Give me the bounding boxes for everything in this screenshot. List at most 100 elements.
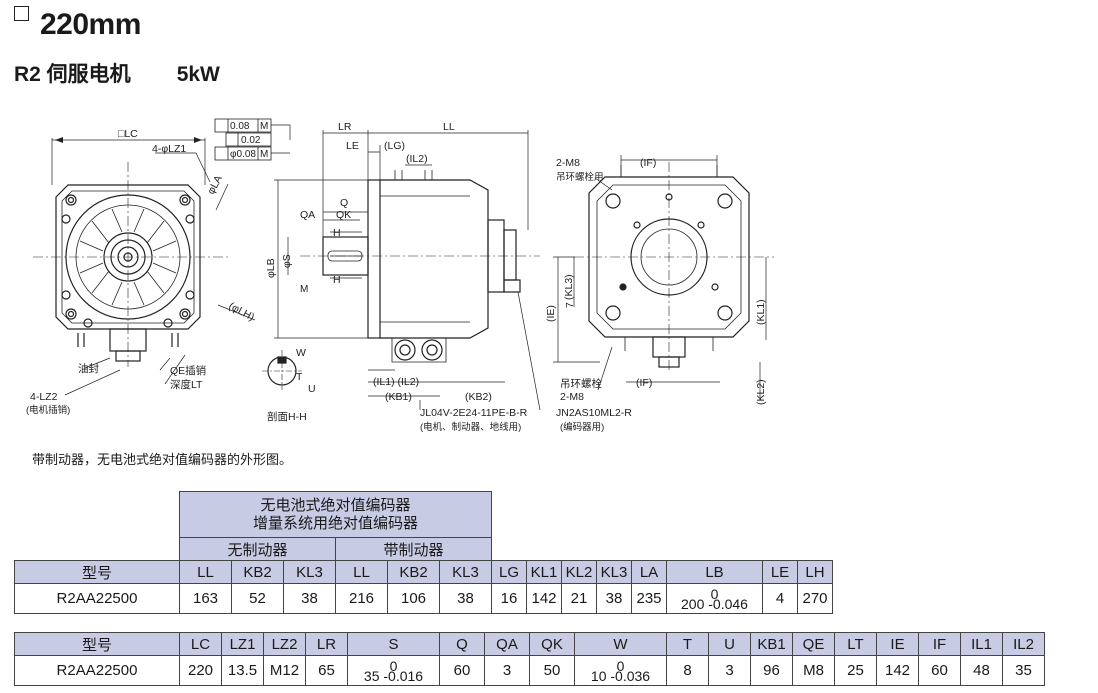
t2-cell-if: 60 [918, 655, 961, 686]
w-tolerance-upper: 0 [616, 658, 625, 674]
s-tolerance-upper: 0 [389, 658, 398, 674]
subtitle-series: R2 伺服电机 [14, 63, 131, 86]
t1-header-ll: LL [179, 560, 232, 584]
t2-cell-q: 60 [439, 655, 485, 686]
section-h-h [262, 350, 302, 390]
label-qa: QA [300, 209, 315, 221]
t1-header-kl3-common: KL3 [596, 560, 632, 584]
tol-perpendicularity: 0.08 [230, 121, 250, 132]
t2-cell-model: R2AA22500 [14, 655, 180, 686]
label-lg: (LG) [384, 140, 405, 152]
t1-cell-kl3: 38 [283, 583, 336, 614]
t1-cell-lg: 16 [491, 583, 527, 614]
t1-header-kl2: KL2 [561, 560, 597, 584]
tol-runout: 0.02 [241, 135, 261, 146]
label-section-hh: 剖面H-H [267, 410, 307, 423]
encoder-group-header: 无电池式绝对值编码器 增量系统用绝对值编码器 [179, 491, 492, 538]
t1-header-kb2: KB2 [231, 560, 284, 584]
t2-header-lz1: LZ1 [221, 632, 264, 656]
label-kb1: (KB1) [385, 391, 412, 403]
lb-tolerance-lower: 200 -0.046 [681, 596, 748, 612]
t1-cell-kl3-common: 38 [596, 583, 632, 614]
t1-cell-model: R2AA22500 [14, 583, 180, 614]
t2-header-u: U [708, 632, 751, 656]
label-lc: □LC [118, 128, 138, 140]
flange-bolt-holes [65, 194, 191, 320]
side-view [300, 170, 540, 363]
t2-header-il2: IL2 [1002, 632, 1045, 656]
t2-cell-lz1: 13.5 [221, 655, 264, 686]
t2-header-s: S [347, 632, 440, 656]
t2-header-il1: IL1 [960, 632, 1003, 656]
label-2-m8: 2-M8 [556, 157, 580, 169]
label-if-bottom: (IF) [636, 377, 652, 389]
label-kl2: (KL2) [755, 379, 767, 405]
t2-cell-lc: 220 [179, 655, 222, 686]
t1-cell-kl3-brake: 38 [439, 583, 492, 614]
t2-header-lz2: LZ2 [263, 632, 306, 656]
label-kl3: (KL3) [563, 274, 575, 300]
t2-header-kb1: KB1 [750, 632, 793, 656]
label-lz2: 4-LZ2 [30, 391, 58, 403]
rear-view [574, 162, 774, 372]
label-w: W [296, 347, 306, 359]
label-le: LE [346, 140, 359, 152]
t1-cell-le: 4 [762, 583, 798, 614]
t1-cell-lb: 0 200 -0.046 [666, 583, 763, 614]
t2-header-qa: QA [484, 632, 530, 656]
label-eye-bolt: 吊环螺栓 [560, 377, 602, 390]
t2-cell-u: 3 [708, 655, 751, 686]
title-square-symbol [14, 6, 29, 21]
t2-header-q: Q [439, 632, 485, 656]
t2-header-t: T [666, 632, 709, 656]
spec-table-1: 无电池式绝对值编码器 增量系统用绝对值编码器 无制动器 带制动器 型号 LL K… [14, 491, 833, 614]
t1-header-le: LE [762, 560, 798, 584]
t1-cell-la: 235 [631, 583, 667, 614]
t1-header-la: LA [631, 560, 667, 584]
subtitle-power: 5kW [176, 63, 220, 86]
t1-header-kl1: KL1 [526, 560, 562, 584]
label-connector-2: JN2AS10ML2-R [556, 407, 632, 419]
label-if-top: (IF) [640, 157, 656, 169]
t1-header-lg: LG [491, 560, 527, 584]
no-brake-header: 无制动器 [179, 537, 336, 561]
label-il1-il2: (IL1) (IL2) [373, 376, 419, 388]
t1-header-ll-brake: LL [335, 560, 388, 584]
page-subtitle: R2 伺服电机 5kW [14, 58, 220, 88]
lb-tolerance-upper: 0 [710, 586, 719, 602]
spec-table-2: 型号 LC LZ1 LZ2 LR S Q QA QK W T U KB1 QE … [14, 632, 1045, 686]
label-s: φS [281, 254, 293, 268]
label-2-m8-bottom: 2-M8 [560, 391, 584, 403]
front-view [33, 162, 228, 367]
tol-datum-1: M [260, 121, 268, 132]
label-q: Q [340, 197, 348, 209]
label-t: T [296, 371, 303, 383]
t2-cell-lz2: M12 [263, 655, 306, 686]
t2-header-model: 型号 [14, 632, 180, 656]
t2-cell-lr: 65 [305, 655, 348, 686]
label-h-bottom: H [333, 274, 341, 286]
t2-cell-qk: 50 [529, 655, 575, 686]
label-lh: (φLH) [227, 300, 257, 323]
label-depth-lt: 深度LT [170, 378, 203, 391]
t2-header-ie: IE [876, 632, 919, 656]
t2-cell-lt: 25 [834, 655, 877, 686]
t1-cell-lh: 270 [797, 583, 833, 614]
t1-header-kl3-brake: KL3 [439, 560, 492, 584]
label-lz1: 4-φLZ1 [152, 143, 186, 155]
t1-cell-kl2: 21 [561, 583, 597, 614]
label-kl1: (KL1) [755, 299, 767, 325]
label-seven: 7 [564, 302, 576, 308]
with-brake-header: 带制动器 [335, 537, 492, 561]
label-eye-bolt-use: 吊环螺栓用 [556, 171, 604, 183]
label-u: U [308, 383, 316, 395]
label-ll: LL [443, 121, 455, 133]
t2-cell-qe: M8 [792, 655, 835, 686]
t1-header-kb2-brake: KB2 [387, 560, 440, 584]
label-datum-m: M [300, 284, 308, 295]
t1-header-kl3: KL3 [283, 560, 336, 584]
t1-cell-kl1: 142 [526, 583, 562, 614]
t2-header-lt: LT [834, 632, 877, 656]
t2-cell-s: 0 35 -0.016 [347, 655, 440, 686]
s-tolerance-lower: 35 -0.016 [363, 668, 424, 684]
